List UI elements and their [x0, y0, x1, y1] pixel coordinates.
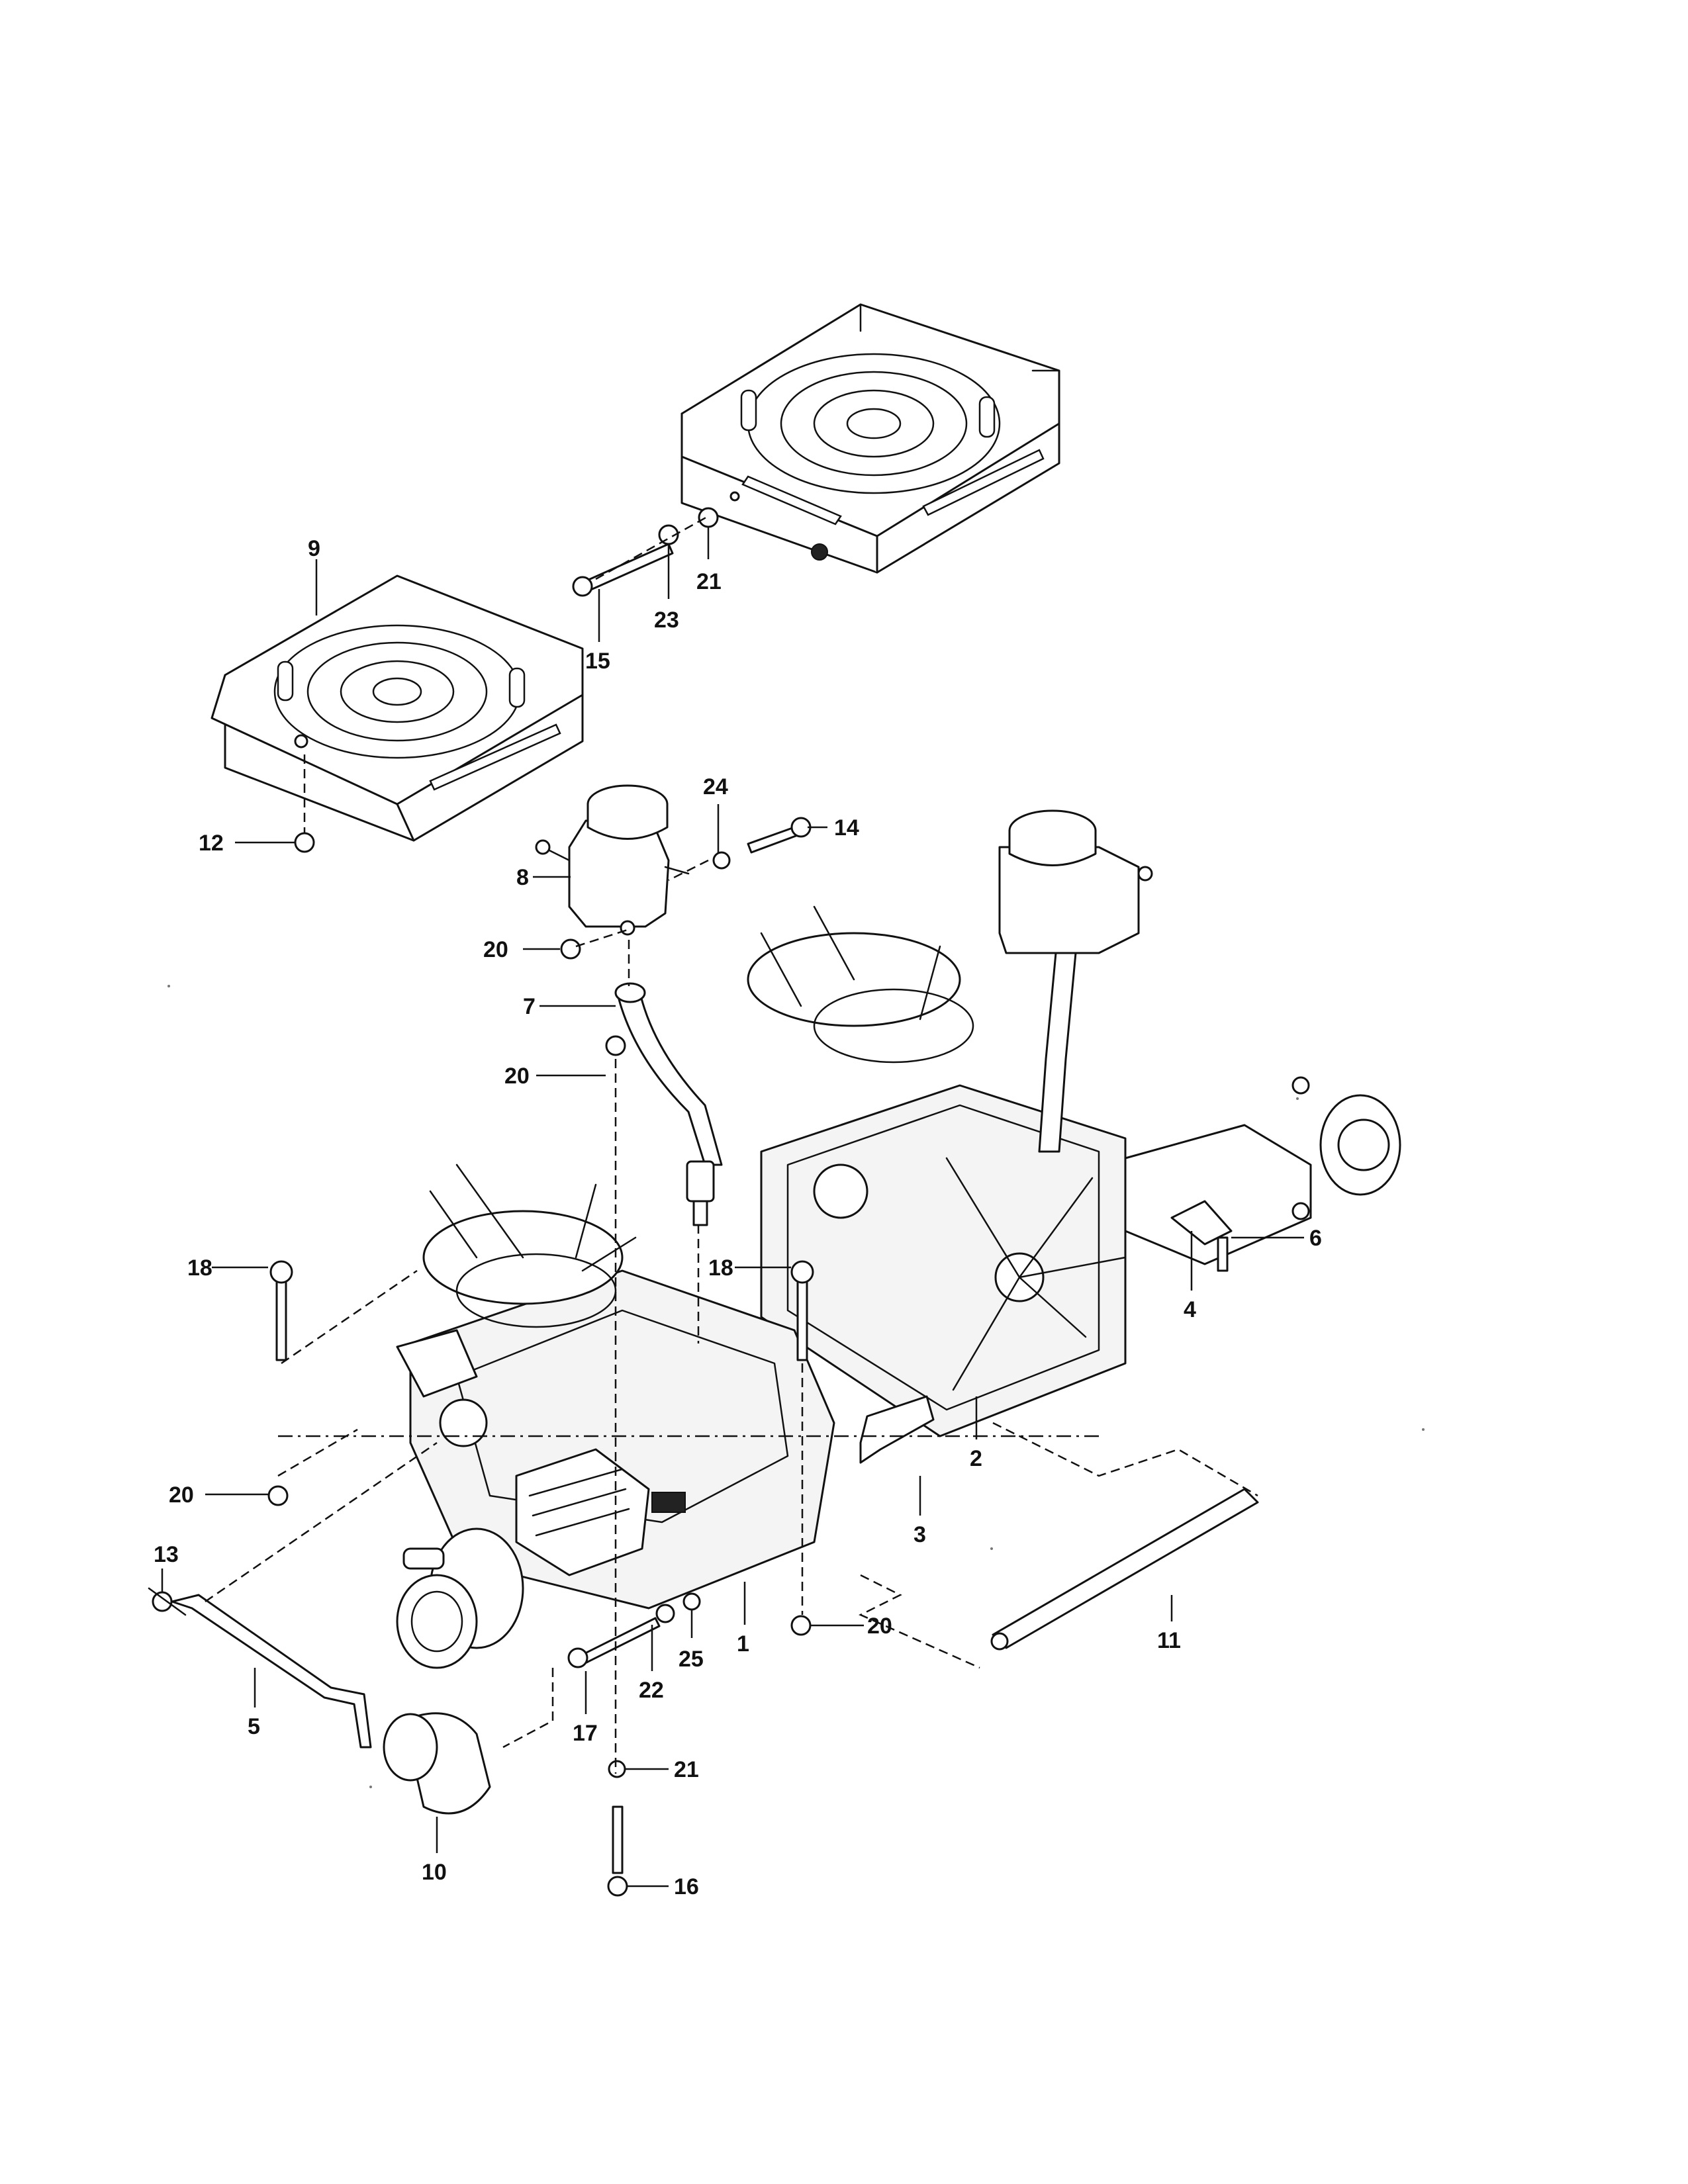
callout-4: 4: [1184, 1297, 1196, 1322]
callout-1: 1: [737, 1631, 749, 1657]
oil-filter: [383, 1712, 491, 1815]
fan-cover-left: [211, 574, 584, 842]
callout-9: 9: [308, 536, 320, 561]
tube: [990, 1488, 1259, 1651]
callout-21-top: 21: [696, 569, 722, 594]
callout-3: 3: [914, 1522, 926, 1547]
callout-15: 15: [585, 649, 610, 674]
callout-8: 8: [516, 865, 529, 890]
callout-22: 22: [639, 1678, 664, 1703]
callout-13: 13: [154, 1542, 179, 1567]
callout-16: 16: [674, 1874, 699, 1899]
fan-cover-right: [680, 303, 1060, 574]
callout-6: 6: [1309, 1226, 1322, 1251]
hose: [614, 982, 723, 1226]
scan-noise: [167, 985, 1425, 1788]
leader-lines: [161, 527, 1304, 1888]
callout-10: 10: [422, 1860, 447, 1885]
callout-11: 11: [1157, 1628, 1181, 1653]
callout-18-right: 18: [708, 1255, 733, 1281]
callout-14: 14: [834, 815, 859, 841]
callout-24: 24: [703, 774, 728, 799]
transaxle-right: [747, 809, 1401, 1437]
callout-20-right: 20: [867, 1614, 892, 1639]
assembly-lines: [205, 515, 1258, 1774]
callout-19: 20: [483, 937, 508, 962]
callout-2: 2: [970, 1446, 982, 1471]
callout-21-lower: 21: [674, 1757, 699, 1782]
hardware: [267, 507, 814, 1897]
callout-20-left: 20: [169, 1482, 194, 1508]
callout-23: 23: [654, 608, 679, 633]
bypass-rod: [148, 1587, 372, 1749]
callout-5: 5: [248, 1714, 260, 1739]
callout-20-upper: 20: [504, 1064, 530, 1089]
reservoir: [535, 784, 690, 936]
callout-18-left: 18: [187, 1255, 212, 1281]
callout-7: 7: [523, 994, 536, 1019]
callouts: 9 15 23 21 24 14 12 8 20 7 20 18 18 6 4 …: [154, 536, 1322, 1899]
callout-25: 25: [679, 1647, 704, 1672]
callout-12: 12: [199, 831, 224, 856]
callout-17: 17: [573, 1721, 598, 1746]
